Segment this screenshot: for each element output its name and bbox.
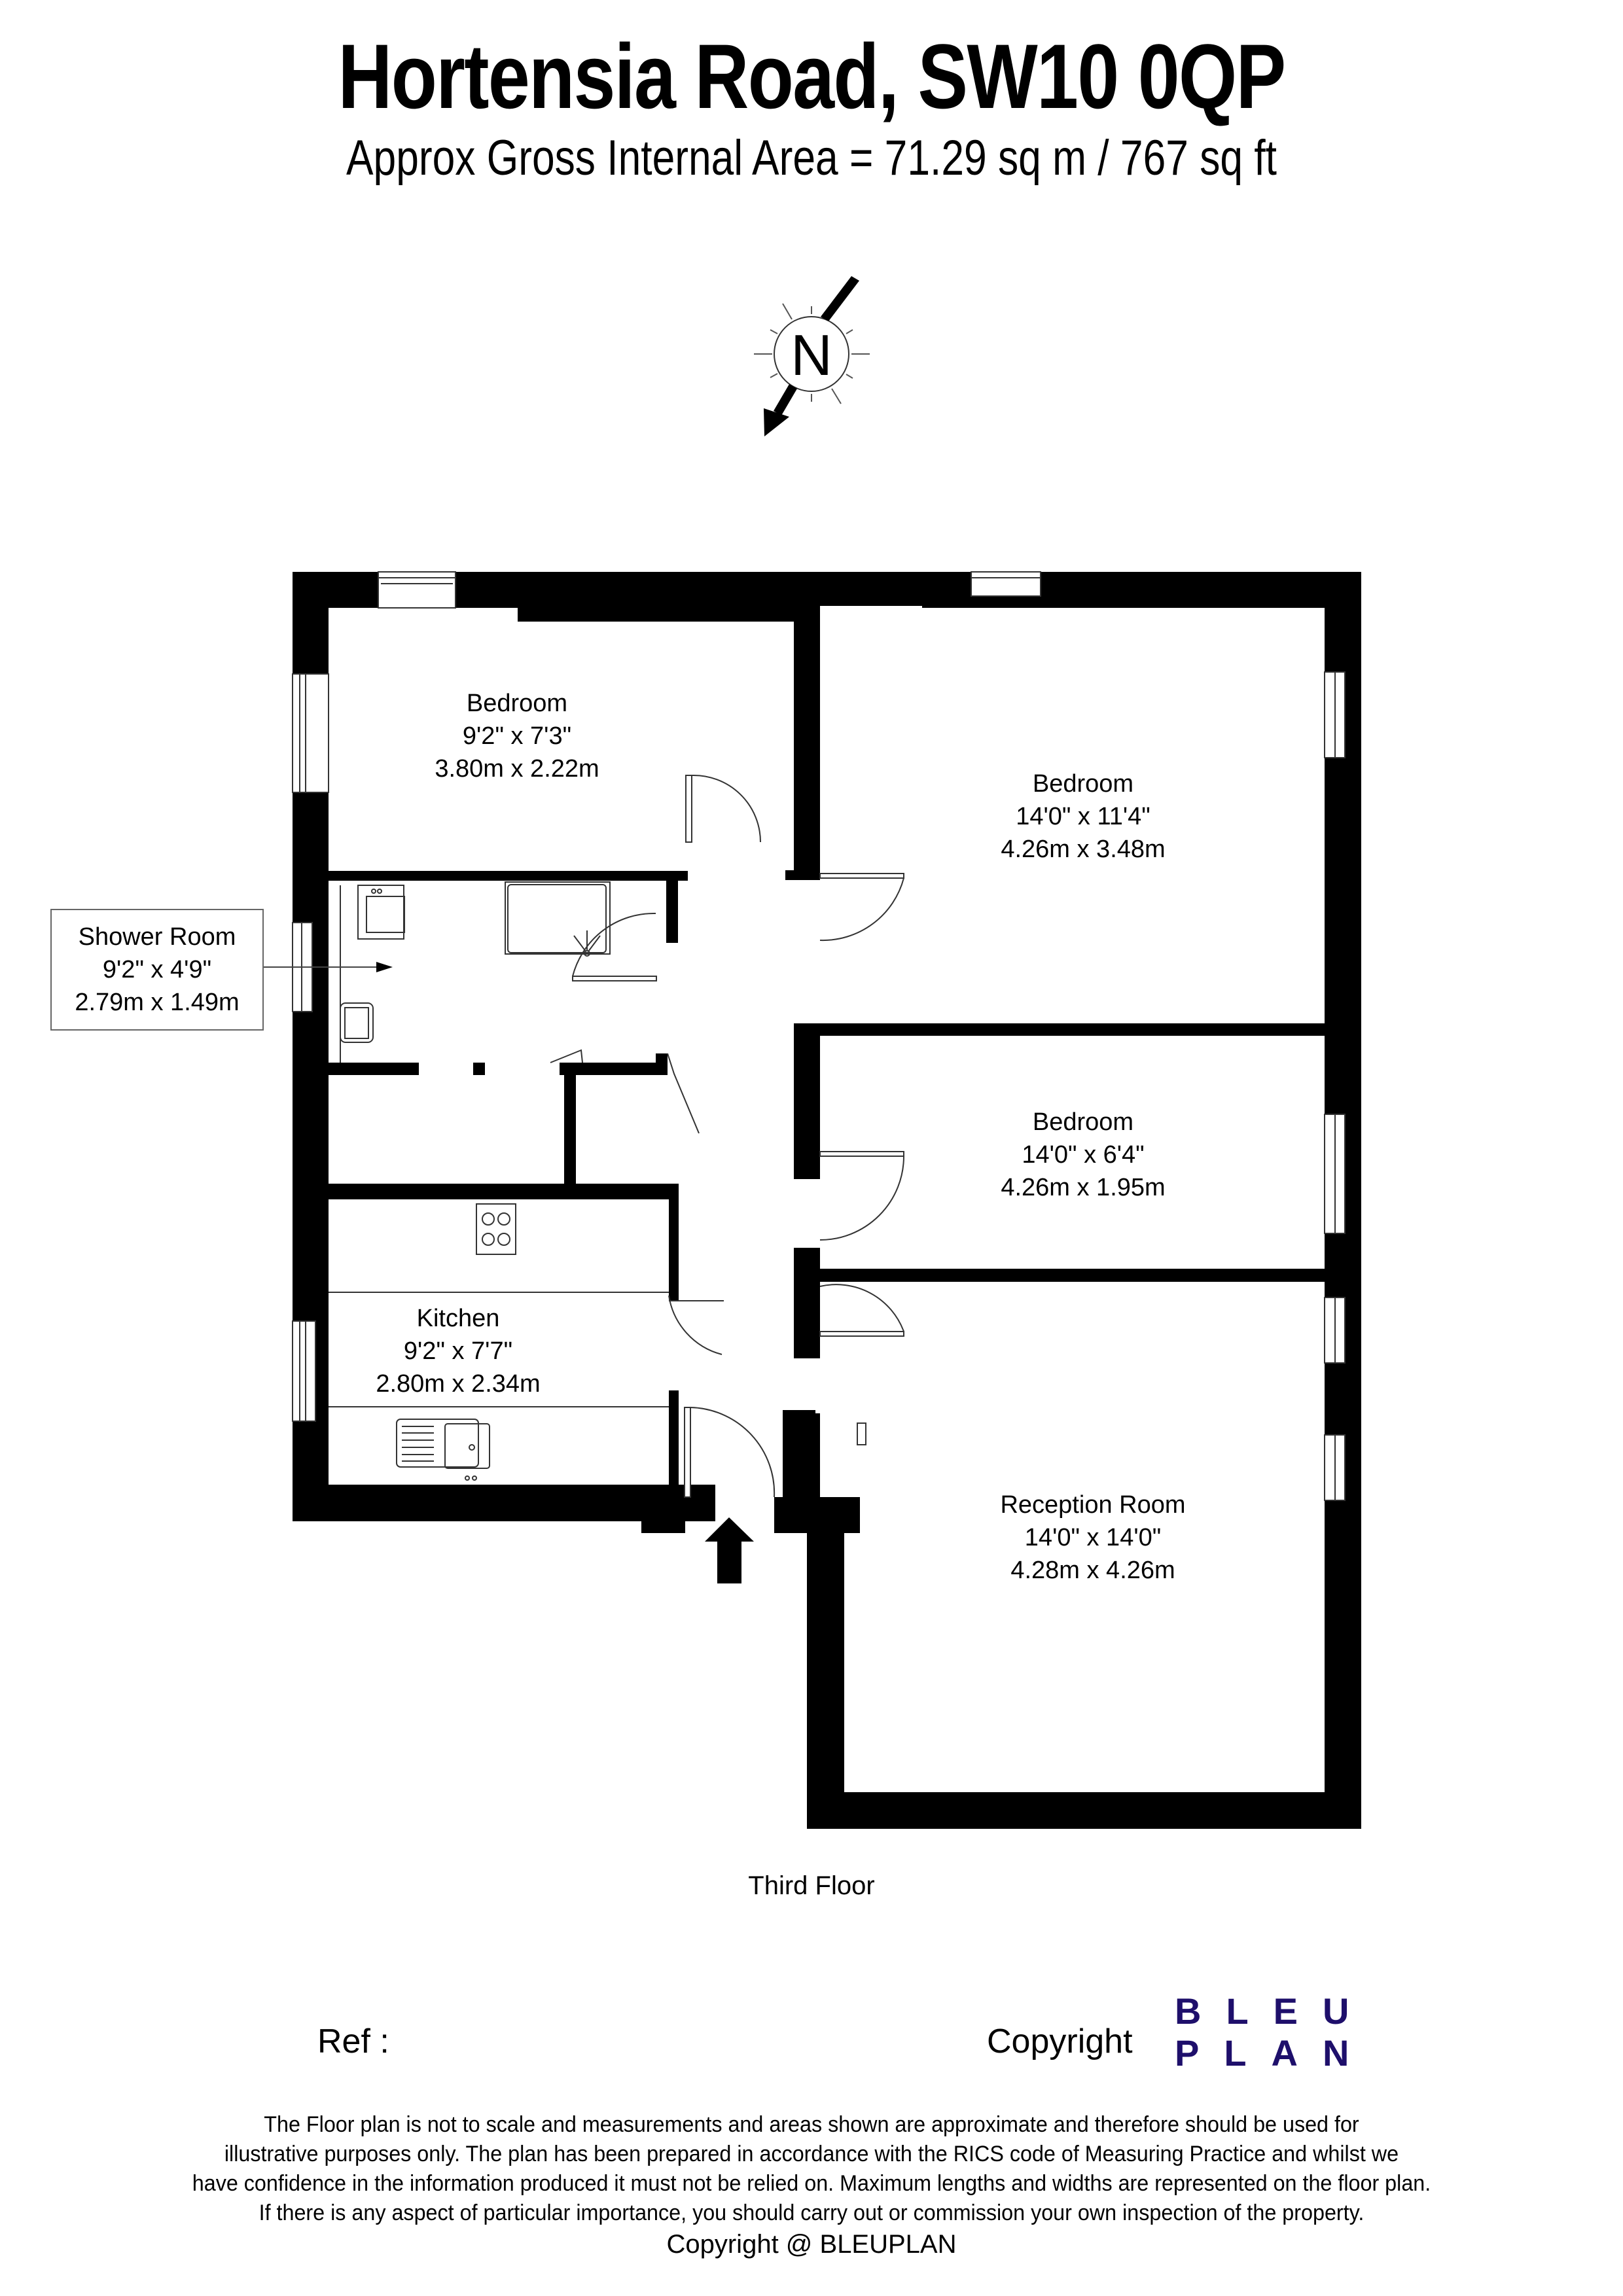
gross-area-subtitle: Approx Gross Internal Area = 71.29 sq m … bbox=[346, 130, 1277, 186]
entrance-arrow-icon bbox=[705, 1517, 754, 1583]
shower-room-callout: Shower Room 9'2" x 4'9" 2.79m x 1.49m bbox=[50, 909, 264, 1031]
disclaimer-line: If there is any aspect of particular imp… bbox=[259, 2200, 1364, 2225]
room-metric: 4.26m x 3.48m bbox=[1001, 836, 1166, 863]
room-name: Reception Room bbox=[1000, 1491, 1186, 1519]
room-bedroom-2: Bedroom 14'0" x 11'4" 4.26m x 3.48m bbox=[952, 768, 1214, 866]
room-metric: 3.80m x 2.22m bbox=[435, 755, 599, 783]
disclaimer-line: have confidence in the information produ… bbox=[192, 2171, 1431, 2196]
floor-label: Third Floor bbox=[748, 1871, 875, 1900]
disclaimer-line: The Floor plan is not to scale and measu… bbox=[264, 2112, 1359, 2137]
room-imperial: 14'0" x 6'4" bbox=[1022, 1141, 1145, 1169]
room-name: Bedroom bbox=[466, 690, 568, 717]
room-reception: Reception Room 14'0" x 14'0" 4.28m x 4.2… bbox=[952, 1489, 1234, 1587]
fixtures bbox=[265, 881, 669, 1481]
disclaimer-line: illustrative purposes only. The plan has… bbox=[224, 2142, 1399, 2166]
page-title: Hortensia Road, SW10 0QP bbox=[338, 25, 1286, 128]
shower-callout-arrow bbox=[264, 962, 393, 972]
footer-copyright: Copyright @ BLEUPLAN bbox=[666, 2230, 957, 2259]
room-imperial: 9'2" x 7'7" bbox=[403, 1337, 513, 1365]
logo-line-1: BLEU bbox=[1175, 1990, 1374, 2032]
room-kitchen: Kitchen 9'2" x 7'7" 2.80m x 2.34m bbox=[353, 1302, 563, 1400]
room-metric: 4.28m x 4.26m bbox=[1010, 1557, 1175, 1584]
room-metric: 2.80m x 2.34m bbox=[376, 1370, 541, 1398]
disclaimer: The Floor plan is not to scale and measu… bbox=[0, 2110, 1623, 2228]
windows bbox=[292, 571, 1346, 1501]
room-bedroom-3: Bedroom 14'0" x 6'4" 4.26m x 1.95m bbox=[952, 1106, 1214, 1204]
north-arrow-icon: N bbox=[754, 276, 870, 436]
logo-line-2: PLAN bbox=[1175, 2032, 1374, 2074]
bleuplan-logo: BLEU PLAN bbox=[1175, 1990, 1374, 2074]
room-imperial: 14'0" x 11'4" bbox=[1016, 803, 1150, 830]
room-name: Bedroom bbox=[1032, 1108, 1134, 1136]
room-imperial: 9'2" x 7'3" bbox=[462, 722, 572, 750]
room-bedroom-1: Bedroom 9'2" x 7'3" 3.80m x 2.22m bbox=[412, 687, 622, 785]
room-metric: 4.26m x 1.95m bbox=[1001, 1174, 1166, 1201]
ref-label: Ref : bbox=[317, 2022, 389, 2060]
svg-text:N: N bbox=[791, 323, 832, 387]
room-name: Shower Room bbox=[78, 923, 236, 951]
copyright-label: Copyright bbox=[987, 2022, 1133, 2060]
room-imperial: 14'0" x 14'0" bbox=[1024, 1524, 1162, 1551]
room-metric: 2.79m x 1.49m bbox=[75, 989, 240, 1016]
room-name: Kitchen bbox=[416, 1305, 500, 1332]
room-imperial: 9'2" x 4'9" bbox=[102, 956, 212, 983]
doors bbox=[550, 774, 904, 1498]
room-name: Bedroom bbox=[1032, 770, 1134, 798]
